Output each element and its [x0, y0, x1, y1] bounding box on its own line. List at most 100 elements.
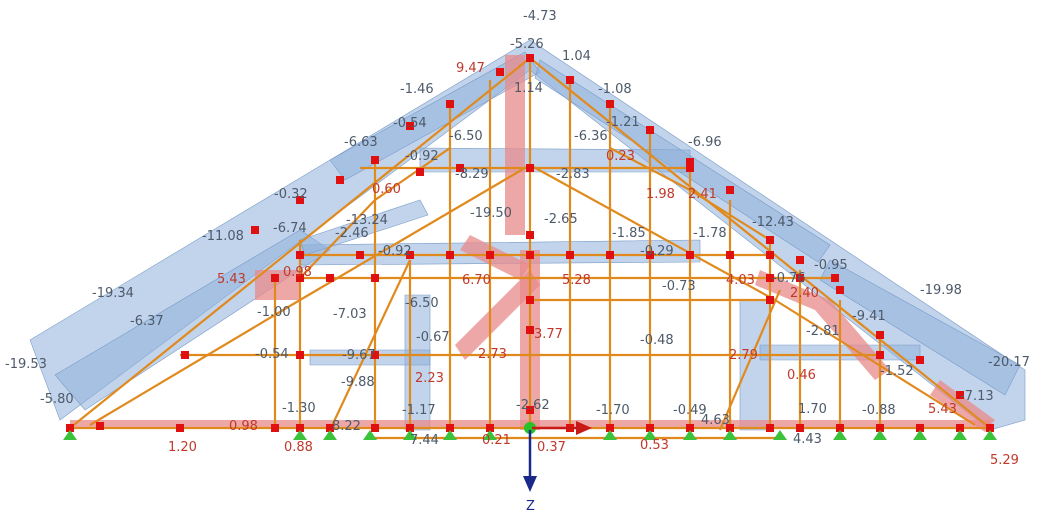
result-label: -1.52: [880, 364, 914, 379]
support-triangle-icon: [293, 430, 307, 440]
result-label: -2.62: [516, 398, 550, 413]
x-axis-arrow-icon: [576, 421, 592, 435]
result-label: 1.20: [168, 440, 197, 455]
result-labels: -4.73-5.269.471.041.14-1.46-1.08-0.54-1.…: [5, 9, 1030, 468]
member-line: [374, 147, 451, 201]
result-label: 5.29: [990, 453, 1019, 468]
support-triangle-icon: [403, 430, 417, 440]
result-label: 2.79: [729, 348, 758, 363]
member-line: [529, 57, 991, 429]
result-label: -0.67: [416, 330, 450, 345]
support-triangle-icon: [363, 430, 377, 440]
node-marker: [181, 351, 189, 359]
tension-band: [460, 235, 530, 280]
result-label: -6.36: [574, 129, 608, 144]
result-label: 5.28: [562, 273, 591, 288]
result-label: -0.32: [274, 187, 308, 202]
result-label: 0.60: [372, 182, 401, 197]
result-label: 1.98: [646, 187, 675, 202]
result-label: -7.13: [960, 389, 994, 404]
result-label: -1.17: [402, 403, 436, 418]
result-label: -6.37: [130, 314, 164, 329]
node-marker: [986, 424, 994, 432]
node-marker: [606, 251, 614, 259]
compression-band: [299, 199, 429, 256]
node-marker: [646, 251, 654, 259]
result-label: -20.17: [988, 355, 1030, 370]
result-label: 5.43: [928, 402, 957, 417]
support-triangle-icon: [63, 430, 77, 440]
member-line: [609, 147, 691, 191]
node-marker: [876, 351, 884, 359]
node-marker: [456, 164, 464, 172]
compression-band: [739, 299, 771, 431]
result-label: -19.50: [470, 206, 512, 221]
result-label: 0.53: [640, 438, 669, 453]
result-label: -11.08: [202, 229, 244, 244]
result-label: 6.70: [462, 273, 491, 288]
support-triangle-icon: [913, 430, 927, 440]
node-marker: [326, 424, 334, 432]
result-label: -9.88: [341, 375, 375, 390]
result-label: -19.34: [92, 286, 134, 301]
result-label: 1.14: [514, 81, 543, 96]
result-label: -2.81: [806, 324, 840, 339]
support-triangle-icon: [723, 430, 737, 440]
result-label: -9.67: [342, 348, 376, 363]
node-marker: [271, 274, 279, 282]
support-triangle-icon: [773, 430, 787, 440]
result-label: -1.78: [693, 226, 727, 241]
result-label: 0.37: [537, 440, 566, 455]
result-label: 0.46: [787, 368, 816, 383]
z-axis-label: Z: [526, 499, 535, 514]
member-line: [89, 299, 301, 426]
node-marker: [371, 424, 379, 432]
result-label: 0.98: [283, 265, 312, 280]
result-label: -2.83: [556, 167, 590, 182]
node-marker: [876, 424, 884, 432]
result-label: 0.98: [229, 419, 258, 434]
node-marker: [606, 100, 614, 108]
result-label: 5.43: [217, 272, 246, 287]
node-marker: [646, 126, 654, 134]
structure-members: [69, 57, 991, 440]
result-label: -6.50: [405, 296, 439, 311]
node-marker: [956, 391, 964, 399]
node-marker: [726, 186, 734, 194]
node-marker: [271, 424, 279, 432]
node-marker: [766, 251, 774, 259]
tension-band: [755, 270, 890, 380]
node-marker: [526, 251, 534, 259]
node-marker: [496, 68, 504, 76]
node-marker: [356, 251, 364, 259]
result-label: -19.53: [5, 357, 47, 372]
result-label: 4.03: [726, 273, 755, 288]
tension-band: [455, 270, 540, 360]
node-marker: [526, 54, 534, 62]
result-label: 0.88: [284, 440, 313, 455]
result-label: -0.73: [662, 279, 696, 294]
node-marker: [371, 274, 379, 282]
support-triangle-icon: [323, 430, 337, 440]
node-marker: [526, 231, 534, 239]
node-marker: [96, 422, 104, 430]
result-label: 2.40: [790, 286, 819, 301]
result-label: -0.49: [673, 403, 707, 418]
node-marker: [836, 424, 844, 432]
node-marker: [406, 424, 414, 432]
result-label: 2.73: [478, 347, 507, 362]
result-label: -0.54: [393, 116, 427, 131]
result-label: -0.88: [862, 403, 896, 418]
result-label: 7.44: [410, 433, 439, 448]
node-marker: [766, 236, 774, 244]
node-marker: [486, 251, 494, 259]
node-marker: [766, 274, 774, 282]
node-marker: [446, 251, 454, 259]
result-label: -0.29: [640, 244, 674, 259]
result-label: -7.03: [333, 307, 367, 322]
result-label: -5.80: [40, 392, 74, 407]
result-label: -1.30: [282, 401, 316, 416]
node-marker: [526, 406, 534, 414]
member-line: [299, 199, 376, 279]
